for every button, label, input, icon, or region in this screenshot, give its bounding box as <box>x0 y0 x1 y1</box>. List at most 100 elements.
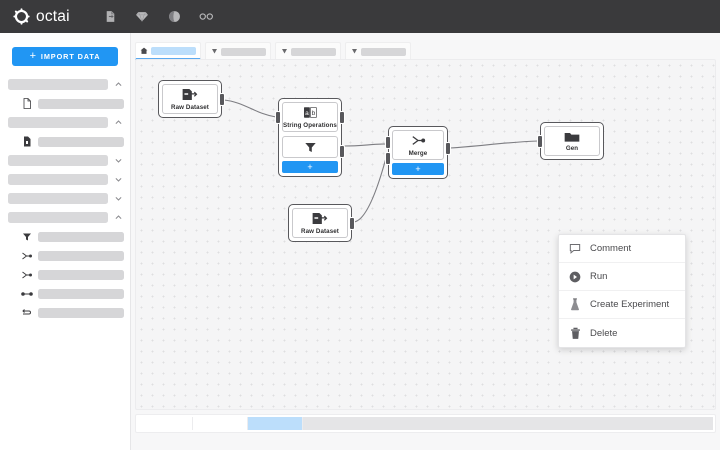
sidebar-group-4-label-placeholder <box>8 174 108 185</box>
import-data-button[interactable]: + IMPORT DATA <box>12 47 118 66</box>
canvas-bottom-bar[interactable] <box>135 414 716 433</box>
node-context-menu: Comment Run Create Experiment <box>558 234 686 348</box>
context-menu-item-comment[interactable]: Comment <box>559 235 685 263</box>
node-raw-dataset-1[interactable]: Raw Dataset <box>158 80 225 118</box>
node-raw-dataset-2-body: Raw Dataset <box>292 208 348 238</box>
sidebar-group-3[interactable] <box>0 153 130 168</box>
chevron-down-icon[interactable] <box>112 174 124 186</box>
context-menu-item-run-label: Run <box>590 271 608 282</box>
import-data-label: IMPORT DATA <box>40 52 101 61</box>
node-filter-body[interactable] <box>282 136 338 158</box>
node-merge[interactable]: Merge + <box>385 126 451 179</box>
sidebar-group-6[interactable] <box>0 210 130 225</box>
chevron-down-icon[interactable] <box>112 193 124 205</box>
tab-home-label-placeholder <box>151 46 196 55</box>
file-outline-icon <box>20 98 33 109</box>
context-menu-item-comment-label: Comment <box>590 243 632 254</box>
sidebar-item-join-label-placeholder <box>38 288 124 299</box>
tab-marker-icon <box>210 48 218 56</box>
bottom-bar-track[interactable] <box>303 417 713 430</box>
sidebar-item-file-1[interactable] <box>0 96 130 111</box>
chevron-up-icon[interactable] <box>112 79 124 91</box>
node-merge-output-port[interactable] <box>445 142 451 155</box>
sidebar-item-merge-2[interactable] <box>0 267 130 282</box>
context-menu-item-run[interactable]: Run <box>559 263 685 291</box>
node-merge-input-port-2[interactable] <box>385 152 391 165</box>
funnel-filter-icon <box>20 232 33 242</box>
tab-home[interactable] <box>135 42 201 60</box>
tab-marker-icon <box>280 48 288 56</box>
sidebar-group-1-label-placeholder <box>8 79 108 90</box>
sidebar-group-5[interactable] <box>0 191 130 206</box>
sidebar-item-join[interactable] <box>0 286 130 301</box>
header-icon-group <box>103 9 214 24</box>
comment-bubble-icon <box>569 243 581 254</box>
diamond-icon[interactable] <box>135 9 150 24</box>
workspace-area: Raw Dataset a b <box>131 33 720 450</box>
infinity-icon[interactable] <box>199 9 214 24</box>
sidebar-item-filter[interactable] <box>0 229 130 244</box>
sidebar-panel: + IMPORT DATA <box>0 33 131 450</box>
node-string-operations-add-button[interactable]: + <box>282 161 338 173</box>
brand-logo[interactable]: octai <box>13 8 70 26</box>
node-general-body: Gen <box>544 126 600 156</box>
trash-icon <box>569 327 581 340</box>
node-string-operations-input-port[interactable] <box>275 111 281 124</box>
node-general-label: Gen <box>565 145 579 153</box>
flow-canvas[interactable]: Raw Dataset a b <box>135 59 716 410</box>
node-raw-dataset-1-label: Raw Dataset <box>171 103 209 111</box>
merge-icon <box>20 251 33 261</box>
join-icon <box>20 290 33 298</box>
sidebar-group-2[interactable] <box>0 115 130 130</box>
tab-4-label-placeholder <box>361 47 406 56</box>
node-general[interactable]: Gen <box>537 122 604 160</box>
context-menu-item-delete-label: Delete <box>590 327 618 339</box>
tab-4[interactable] <box>345 42 411 60</box>
node-merge-label: Merge <box>408 149 428 157</box>
sidebar-item-list <box>0 77 130 320</box>
chevron-up-icon[interactable] <box>112 212 124 224</box>
sidebar-group-5-label-placeholder <box>8 193 108 204</box>
node-raw-dataset-2-label: Raw Dataset <box>301 227 339 235</box>
file-filled-icon <box>20 136 33 147</box>
flask-experiment-icon <box>569 298 581 311</box>
node-raw-dataset-2[interactable]: Raw Dataset <box>288 204 355 242</box>
node-string-operations-output-port[interactable] <box>339 111 345 124</box>
node-raw-dataset-2-output-port[interactable] <box>349 217 355 230</box>
node-filter-output-port[interactable] <box>339 145 345 158</box>
tab-3[interactable] <box>275 42 341 60</box>
node-string-operations-label: String Operations <box>283 121 337 129</box>
node-merge-input-port-1[interactable] <box>385 136 391 149</box>
node-raw-dataset-1-output-port[interactable] <box>219 93 225 106</box>
sidebar-item-file-2[interactable] <box>0 134 130 149</box>
bottom-bar-segment-active[interactable] <box>248 417 303 430</box>
context-menu-item-create-experiment[interactable]: Create Experiment <box>559 291 685 319</box>
tab-2[interactable] <box>205 42 271 60</box>
sidebar-group-4[interactable] <box>0 172 130 187</box>
chevron-down-icon[interactable] <box>112 155 124 167</box>
node-string-operations[interactable]: a b String Operations <box>275 98 345 177</box>
sidebar-group-1[interactable] <box>0 77 130 92</box>
funnel-filter-icon <box>304 141 317 154</box>
home-icon <box>140 47 148 55</box>
sidebar-item-loop[interactable] <box>0 305 130 320</box>
sidebar-item-file-1-label-placeholder <box>38 98 124 109</box>
sidebar-group-3-label-placeholder <box>8 155 108 166</box>
node-general-input-port[interactable] <box>537 135 543 148</box>
chevron-up-icon[interactable] <box>112 117 124 129</box>
globe-icon[interactable] <box>167 9 182 24</box>
sidebar-group-6-label-placeholder <box>8 212 108 223</box>
sidebar-group-2-label-placeholder <box>8 117 108 128</box>
tab-marker-icon <box>350 48 358 56</box>
context-menu-item-delete[interactable]: Delete <box>559 319 685 347</box>
merge-icon <box>410 134 426 147</box>
node-merge-body: Merge <box>392 130 444 160</box>
sidebar-item-merge-2-label-placeholder <box>38 269 124 280</box>
sidebar-item-merge-1[interactable] <box>0 248 130 263</box>
bottom-bar-segment-2[interactable] <box>193 417 248 430</box>
svg-text:b: b <box>311 110 315 117</box>
bottom-bar-segment-1[interactable] <box>138 417 193 430</box>
node-merge-add-button[interactable]: + <box>392 163 444 175</box>
export-document-icon[interactable] <box>103 9 118 24</box>
